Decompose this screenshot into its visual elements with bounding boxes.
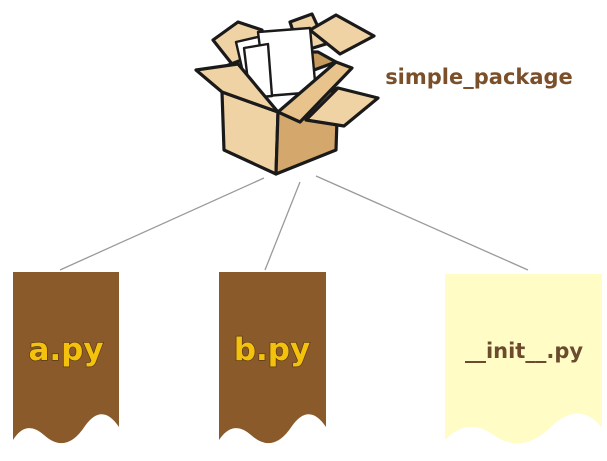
file-icon: b.py xyxy=(219,272,326,444)
file-icon: __init__.py xyxy=(445,274,602,444)
file-init-py-label: __init__.py xyxy=(465,339,583,363)
connector-a-py xyxy=(59,177,265,271)
file-icon: a.py xyxy=(13,272,119,444)
file-init-py xyxy=(445,274,602,444)
package-label: simple_package xyxy=(385,65,573,89)
package-box-icon xyxy=(194,12,380,176)
connector-b-py xyxy=(264,181,301,271)
file-b-py xyxy=(219,272,326,444)
file-b-py-label: b.py xyxy=(234,332,310,368)
file-a-py xyxy=(13,272,119,444)
connector-init-py xyxy=(315,175,529,271)
file-a-py-label: a.py xyxy=(28,332,103,368)
connectors xyxy=(59,175,529,271)
